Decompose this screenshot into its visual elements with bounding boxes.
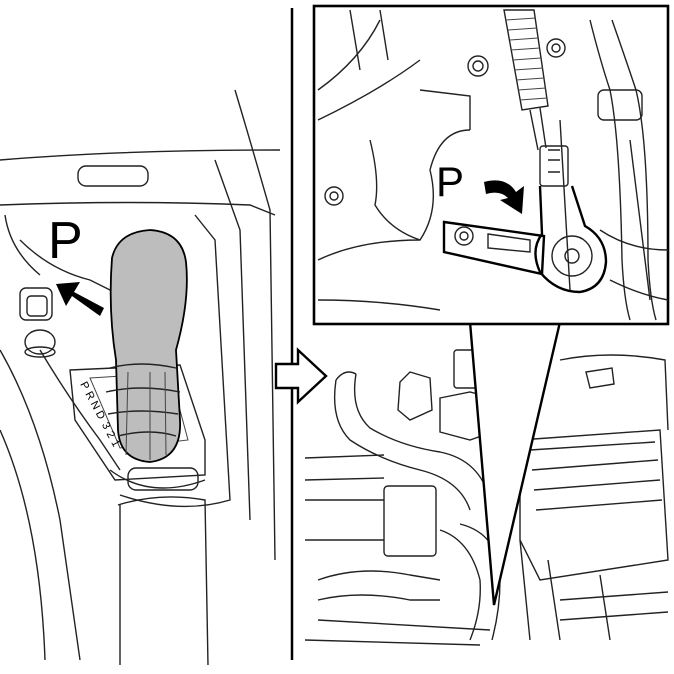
gate-label-d: D xyxy=(93,409,107,422)
hollow-arrow-right-icon xyxy=(274,347,328,405)
inset-park-position-label: P xyxy=(436,158,464,205)
callout-pointer xyxy=(468,321,562,606)
inset-detail-frame xyxy=(312,4,670,326)
shift-knob xyxy=(105,229,188,463)
shift-cable xyxy=(503,9,549,151)
gate-label-1: 1 xyxy=(108,438,121,449)
inset-detail-drawing xyxy=(317,9,669,321)
gate-label-p: P xyxy=(77,380,91,392)
arrow-curved-down-icon xyxy=(484,180,524,214)
park-position-label: P xyxy=(48,212,83,270)
left-panel-console xyxy=(0,89,281,666)
gate-label-3: 3 xyxy=(99,420,112,431)
gate-label-2: 2 xyxy=(104,429,117,440)
arrow-up-left-icon xyxy=(56,282,104,316)
